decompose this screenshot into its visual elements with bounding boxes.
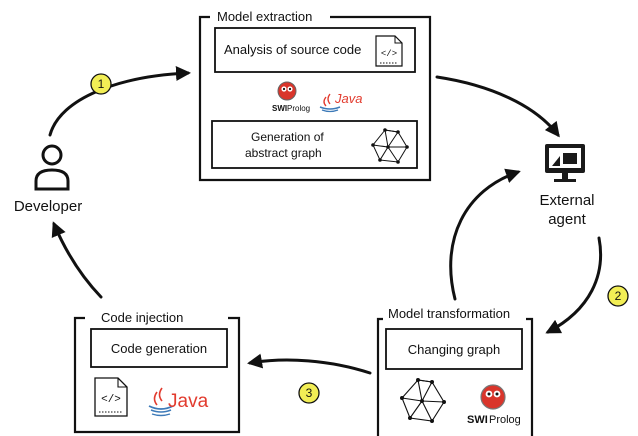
code-generation-label: Code generation — [111, 341, 207, 356]
svg-text:1: 1 — [98, 77, 105, 91]
arrow-injection-to-developer — [51, 221, 103, 299]
developer-label: Developer — [14, 198, 82, 215]
network-graph-icon — [400, 378, 446, 423]
java-cup-icon: Java — [148, 387, 209, 417]
step-badge-1: 1 — [90, 73, 112, 95]
external-agent-label-line1: External — [539, 192, 594, 209]
analysis-box: Analysis of source code </> — [214, 27, 416, 73]
external-agent: External agent — [539, 144, 595, 228]
svg-text:3: 3 — [306, 386, 313, 400]
arrow-extraction-to-agent — [435, 75, 560, 138]
model-extraction-frame: Model extraction Analysis of source code… — [198, 9, 432, 182]
java-cup-icon: Java — [319, 91, 362, 113]
generation-abstract-graph-box: Generation of abstract graph — [211, 120, 418, 169]
arrow-agent-to-transformation — [545, 236, 603, 334]
swi-logo-text: SWI — [272, 104, 287, 113]
user-icon — [34, 144, 70, 191]
monitor-icon — [545, 144, 585, 182]
arrow-transformation-to-injection — [247, 353, 372, 375]
external-agent-label-line2: agent — [548, 211, 586, 228]
swi-logo-text: SWI — [467, 414, 488, 426]
model-extraction-title: Model extraction — [217, 9, 312, 24]
code-file-icon: </> — [94, 377, 128, 417]
arrow-developer-to-extraction — [48, 66, 191, 137]
generation-box-line1: Generation of — [251, 130, 324, 144]
arrow-transformation-to-agent — [449, 168, 521, 301]
java-logo-text: Java — [334, 91, 362, 106]
java-logo-text: Java — [168, 391, 209, 412]
prolog-logo-text: Prolog — [287, 104, 310, 113]
step-badge-2: 2 — [607, 285, 629, 307]
code-injection-frame: Code injection Code generation </> Java — [73, 310, 241, 434]
swi-prolog-owl-icon: SWI Prolog — [272, 81, 310, 113]
flow-arrows — [48, 66, 603, 375]
developer: Developer — [14, 144, 82, 215]
svg-text:</>: </> — [101, 394, 121, 406]
svg-text:</>: </> — [381, 49, 397, 59]
generation-box-line2: abstract graph — [245, 146, 322, 160]
prolog-logo-text: Prolog — [489, 414, 521, 426]
changing-graph-label: Changing graph — [408, 342, 501, 357]
swi-prolog-owl-icon: SWI Prolog — [467, 384, 521, 426]
analysis-box-label: Analysis of source code — [224, 42, 361, 57]
model-transformation-title: Model transformation — [388, 306, 510, 321]
code-file-icon: </> — [375, 35, 403, 67]
code-generation-box: Code generation — [90, 328, 228, 368]
model-transformation-frame: Model transformation Changing graph SWI … — [376, 306, 534, 436]
svg-text:2: 2 — [615, 289, 622, 303]
network-graph-icon — [371, 128, 409, 164]
changing-graph-box: Changing graph — [385, 328, 523, 370]
code-injection-title: Code injection — [101, 310, 183, 325]
step-badge-3: 3 — [298, 382, 320, 404]
